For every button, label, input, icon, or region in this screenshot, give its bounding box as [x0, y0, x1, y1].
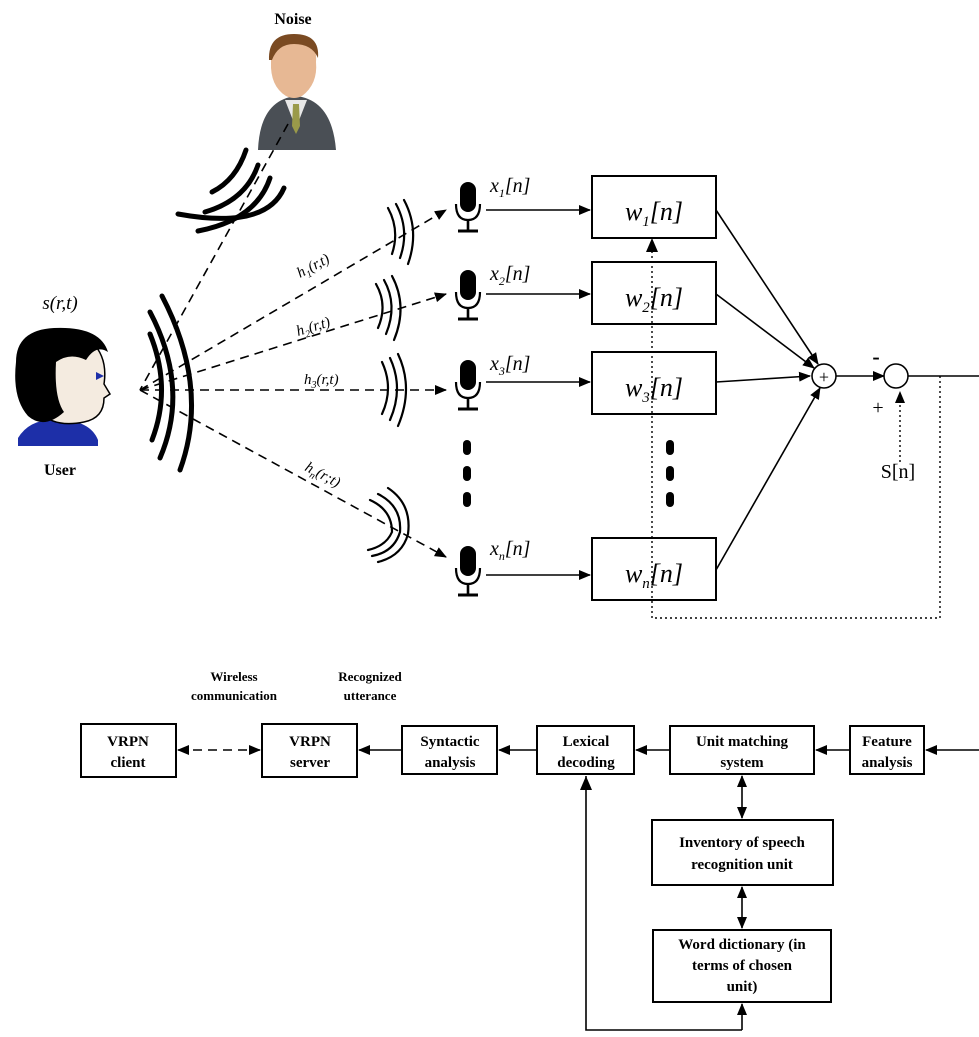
vrpn-client-box: VRPN client	[80, 723, 177, 778]
annotation-wireless-1: Wireless	[210, 669, 257, 684]
arrow-filter1-sum	[715, 209, 819, 365]
channel-path-2	[139, 292, 447, 391]
syntactic-analysis-box: Syntactic analysis	[401, 725, 498, 775]
svg-text:analysis: analysis	[425, 755, 476, 771]
ellipsis-mics	[463, 440, 471, 507]
svg-text:Word dictionary (in: Word dictionary (in	[678, 937, 806, 953]
filter-box-3: w3[n]	[591, 351, 717, 415]
microphone-icon-1	[454, 180, 482, 233]
h2-label: h2(r,t)	[294, 314, 333, 342]
arrow-filter3-sum	[715, 371, 811, 383]
user-waves	[147, 293, 194, 473]
x3-label: x3[n]	[489, 353, 530, 378]
feedback-arrowhead	[646, 238, 658, 252]
svg-text:Inventory of speech: Inventory of speech	[679, 835, 805, 851]
arrowhead-lexical-up	[580, 776, 592, 790]
feature-analysis-box: Feature analysis	[849, 725, 925, 775]
svg-text:+: +	[819, 367, 829, 387]
arrow-filtern-sum	[715, 387, 821, 571]
noise-person-icon	[258, 34, 336, 150]
x2-label: x2[n]	[489, 263, 530, 288]
user-label: User	[44, 462, 76, 479]
svg-text:recognition unit: recognition unit	[691, 857, 793, 873]
svg-text:wn[n]: wn[n]	[625, 559, 683, 592]
noise-path	[139, 123, 289, 391]
svg-text:server: server	[290, 755, 330, 771]
svg-text:client: client	[111, 755, 146, 771]
svg-text:unit): unit)	[727, 979, 758, 995]
svg-text:analysis: analysis	[862, 755, 913, 771]
channel-path-n	[139, 389, 447, 558]
vrpn-server-box: VRPN server	[261, 723, 358, 778]
plus-sign: +	[872, 397, 883, 419]
ellipsis-filters	[666, 440, 674, 507]
svg-text:terms of chosen: terms of chosen	[692, 958, 793, 974]
svg-text:w2[n]: w2[n]	[625, 283, 683, 316]
unit-matching-box: Unit matching system	[669, 725, 815, 775]
svg-text:Lexical: Lexical	[563, 734, 610, 750]
annotation-wireless-2: communication	[191, 688, 278, 703]
svg-text:Unit matching: Unit matching	[696, 734, 789, 750]
inventory-box: Inventory of speech recognition unit	[651, 819, 834, 886]
noise-label: Noise	[274, 11, 311, 28]
microphone-icon-n	[454, 544, 482, 597]
source-signal: s(r,t)	[42, 293, 77, 314]
summing-junction: +	[811, 363, 837, 389]
lexical-decoding-box: Lexical decoding	[536, 725, 635, 775]
arrow-filter2-sum	[715, 293, 815, 369]
dictionary-lexical-connector	[585, 776, 742, 1031]
annotation-recognized-2: utterance	[344, 688, 397, 703]
x1-label: x1[n]	[489, 175, 530, 200]
svg-text:w1[n]: w1[n]	[625, 197, 683, 230]
svg-text:w3[n]: w3[n]	[625, 373, 683, 406]
filter-box-n: wn[n]	[591, 537, 717, 601]
reference-signal: S[n]	[881, 461, 915, 483]
svg-text:Syntactic: Syntactic	[420, 734, 480, 750]
noise-waves	[175, 147, 287, 234]
microphone-icon-2	[454, 268, 482, 321]
user-icon	[15, 327, 112, 446]
microphone-icon-3	[454, 358, 482, 411]
filter-box-2: w2[n]	[591, 261, 717, 325]
minus-sign: -	[872, 344, 879, 369]
hn-label: hn(r;t)	[301, 459, 343, 493]
filter-box-1: w1[n]	[591, 175, 717, 239]
svg-text:VRPN: VRPN	[107, 734, 149, 750]
word-dictionary-box: Word dictionary (in terms of chosen unit…	[652, 929, 832, 1003]
annotation-recognized-1: Recognized	[338, 669, 402, 684]
svg-text:system: system	[720, 755, 764, 771]
svg-text:decoding: decoding	[557, 755, 615, 771]
svg-text:VRPN: VRPN	[289, 734, 331, 750]
comparator-junction	[883, 363, 909, 389]
feedback-loop	[651, 242, 941, 619]
xn-label: xn[n]	[489, 538, 530, 563]
svg-text:Feature: Feature	[862, 734, 912, 750]
channel-waves	[366, 198, 415, 564]
h3-label: h3(r,t)	[304, 372, 339, 391]
